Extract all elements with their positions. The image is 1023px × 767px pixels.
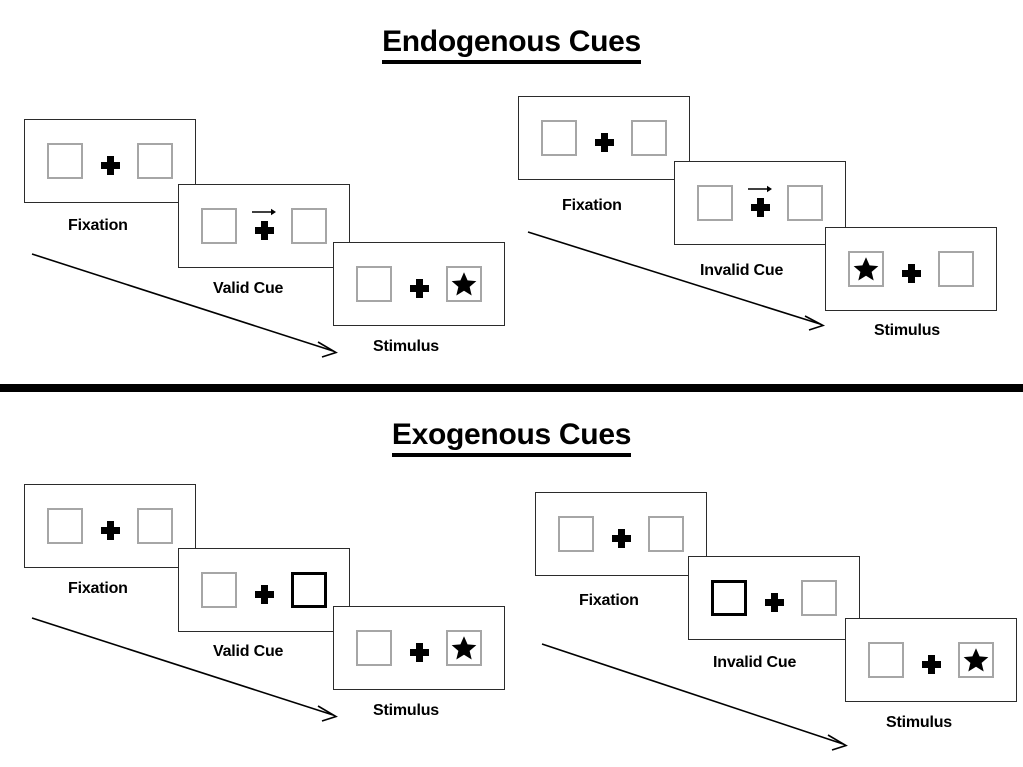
placeholder-box-right — [137, 508, 173, 544]
placeholder-box-left — [848, 251, 884, 287]
placeholder-box-right — [137, 143, 173, 179]
fixation-cross-icon — [593, 129, 615, 155]
center-column — [761, 580, 787, 616]
center-column — [898, 251, 924, 287]
placeholder-box-right — [938, 251, 974, 287]
caption-endogenous-invalid-fixation: Fixation — [562, 197, 622, 214]
section-divider — [0, 384, 1023, 392]
fixation-cross-icon — [900, 260, 922, 286]
placeholder-box-left — [558, 516, 594, 552]
section-title-endogenous: Endogenous Cues — [0, 25, 1023, 64]
cued-box-right — [291, 572, 327, 608]
placeholder-box-left — [356, 266, 392, 302]
placeholder-box-right — [446, 266, 482, 302]
star-stimulus-icon — [963, 648, 989, 672]
panel-exogenous-invalid-stimulus[interactable] — [845, 618, 1017, 702]
center-column — [591, 120, 617, 156]
placeholder-box-right — [958, 642, 994, 678]
center-column — [918, 642, 944, 678]
time-arrow-endogenous-valid — [31, 253, 338, 358]
caption-endogenous-valid-stimulus: Stimulus — [373, 338, 439, 355]
center-column — [747, 185, 773, 221]
panel-endogenous-invalid-cue[interactable] — [674, 161, 846, 245]
caption-endogenous-invalid-cue: Invalid Cue — [700, 262, 784, 279]
arrow-right-cue-icon — [252, 208, 276, 216]
center-column — [251, 208, 277, 244]
placeholder-box-right — [446, 630, 482, 666]
caption-exogenous-invalid-fixation: Fixation — [579, 592, 639, 609]
center-column — [97, 508, 123, 544]
caption-endogenous-valid-fixation: Fixation — [68, 217, 128, 234]
star-stimulus-icon — [451, 636, 477, 660]
fixation-cross-icon — [99, 152, 121, 178]
placeholder-box-right — [801, 580, 837, 616]
fixation-cross-icon — [253, 581, 275, 607]
placeholder-box-left — [356, 630, 392, 666]
center-column — [608, 516, 634, 552]
placeholder-box-left — [868, 642, 904, 678]
caption-exogenous-valid-fixation: Fixation — [68, 580, 128, 597]
placeholder-box-left — [47, 508, 83, 544]
arrow-right-cue-icon — [748, 185, 772, 193]
center-column — [97, 143, 123, 179]
caption-exogenous-valid-stimulus: Stimulus — [373, 702, 439, 719]
placeholder-box-right — [631, 120, 667, 156]
placeholder-box-left — [201, 208, 237, 244]
center-column — [251, 572, 277, 608]
panel-endogenous-valid-fixation[interactable] — [24, 119, 196, 203]
panel-exogenous-valid-stimulus[interactable] — [333, 606, 505, 690]
panel-endogenous-valid-stimulus[interactable] — [333, 242, 505, 326]
fixation-cross-icon — [408, 275, 430, 301]
star-stimulus-icon — [451, 272, 477, 296]
fixation-cross-icon — [408, 639, 430, 665]
placeholder-box-left — [541, 120, 577, 156]
panel-exogenous-invalid-cue[interactable] — [688, 556, 860, 640]
section-title-exogenous-text: Exogenous Cues — [391, 418, 631, 457]
fixation-cross-icon — [99, 517, 121, 543]
fixation-cross-icon — [920, 651, 942, 677]
cued-box-left — [711, 580, 747, 616]
caption-exogenous-invalid-cue: Invalid Cue — [713, 654, 797, 671]
time-arrow-exogenous-invalid — [541, 643, 848, 751]
time-arrow-endogenous-invalid — [527, 231, 826, 331]
center-column — [406, 630, 432, 666]
time-arrow-exogenous-valid — [31, 617, 338, 722]
star-stimulus-icon — [853, 257, 879, 281]
placeholder-box-left — [697, 185, 733, 221]
panel-endogenous-invalid-stimulus[interactable] — [825, 227, 997, 311]
placeholder-box-left — [47, 143, 83, 179]
center-column — [406, 266, 432, 302]
panel-exogenous-valid-cue[interactable] — [178, 548, 350, 632]
panel-exogenous-invalid-fixation[interactable] — [535, 492, 707, 576]
placeholder-box-left — [201, 572, 237, 608]
fixation-cross-icon — [610, 525, 632, 551]
placeholder-box-right — [648, 516, 684, 552]
caption-exogenous-invalid-stimulus: Stimulus — [886, 714, 952, 731]
fixation-cross-icon — [253, 217, 275, 243]
section-title-exogenous: Exogenous Cues — [0, 418, 1023, 457]
caption-endogenous-invalid-stimulus: Stimulus — [874, 322, 940, 339]
caption-exogenous-valid-cue: Valid Cue — [213, 643, 284, 660]
placeholder-box-right — [291, 208, 327, 244]
fixation-cross-icon — [749, 194, 771, 220]
section-title-endogenous-text: Endogenous Cues — [382, 25, 641, 64]
panel-endogenous-invalid-fixation[interactable] — [518, 96, 690, 180]
caption-endogenous-valid-cue: Valid Cue — [213, 280, 284, 297]
panel-exogenous-valid-fixation[interactable] — [24, 484, 196, 568]
placeholder-box-right — [787, 185, 823, 221]
panel-endogenous-valid-cue[interactable] — [178, 184, 350, 268]
fixation-cross-icon — [763, 589, 785, 615]
